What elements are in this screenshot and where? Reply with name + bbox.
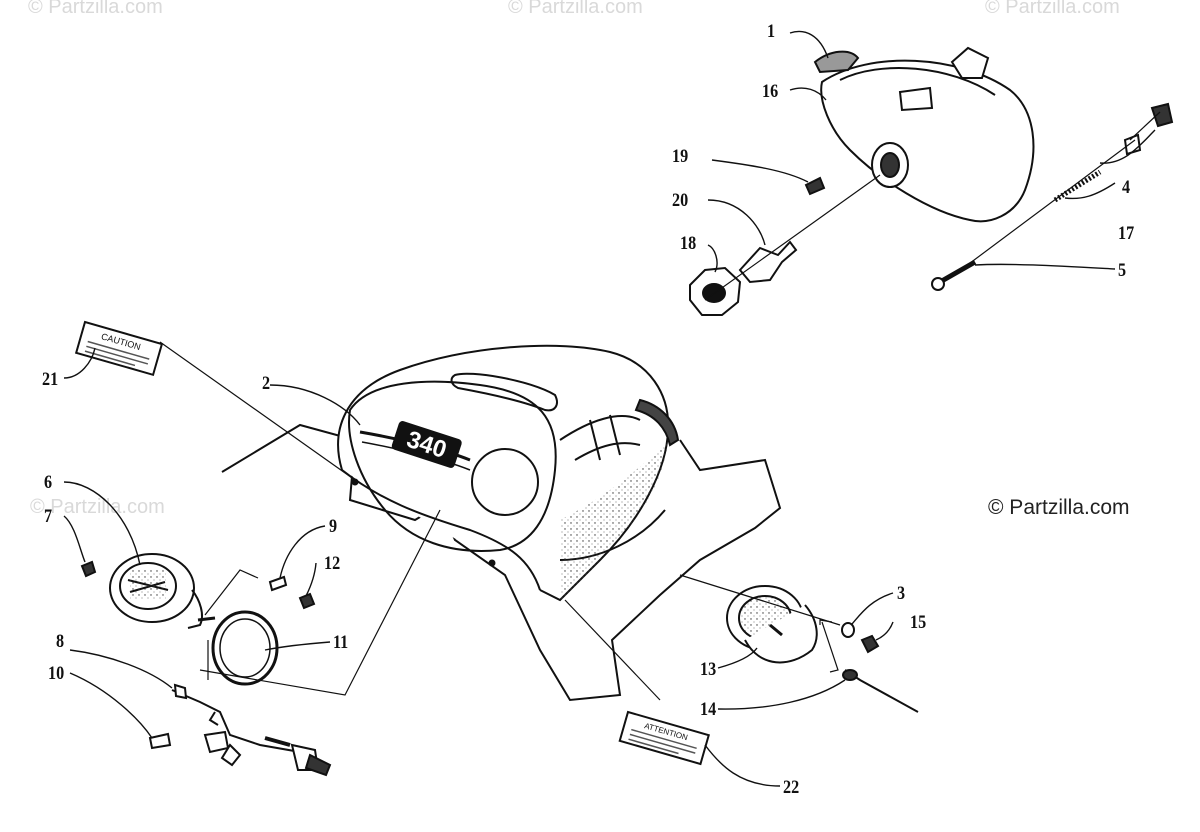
callout-4: 4 [1122,177,1131,198]
callout-10: 10 [48,663,65,684]
callout-9: 9 [329,516,338,537]
callout-22: 22 [783,777,800,798]
callout-1: 1 [767,21,776,42]
callout-3: 3 [897,583,906,604]
hood-console [221,344,782,702]
callout-19: 19 [672,146,689,167]
callout-20: 20 [672,190,689,211]
gauge-left [80,509,441,696]
watermark-mid-left: © Partzilla.com [30,496,165,518]
callout-6: 6 [44,472,53,493]
watermark-main: © Partzilla.com [988,496,1130,519]
watermark-top-left: © Partzilla.com [28,0,163,18]
callout-16: 16 [762,81,779,102]
callout-18: 18 [680,233,697,254]
caution-leader [159,341,356,481]
callout-13: 13 [700,659,717,680]
callout-leaders [63,30,1156,787]
wiring-harness [148,683,332,777]
hood-shading [560,440,668,600]
watermark-top-right: © Partzilla.com [985,0,1120,18]
gauge-right [679,574,919,713]
watermark-top-center: © Partzilla.com [508,0,643,18]
callout-11: 11 [333,632,349,653]
caution-decal: CAUTION [74,320,164,377]
callout-12: 12 [324,553,341,574]
headlight-assembly [689,46,1174,316]
callout-15: 15 [910,612,927,633]
callout-2: 2 [262,373,271,394]
callout-14: 14 [700,699,717,720]
callout-5: 5 [1118,260,1127,281]
callout-21: 21 [42,369,59,390]
callout-17: 17 [1118,223,1135,244]
attention-leader [564,599,661,701]
attention-decal: ATTENTION [618,710,710,766]
callout-7: 7 [44,506,53,527]
callout-8: 8 [56,631,65,652]
